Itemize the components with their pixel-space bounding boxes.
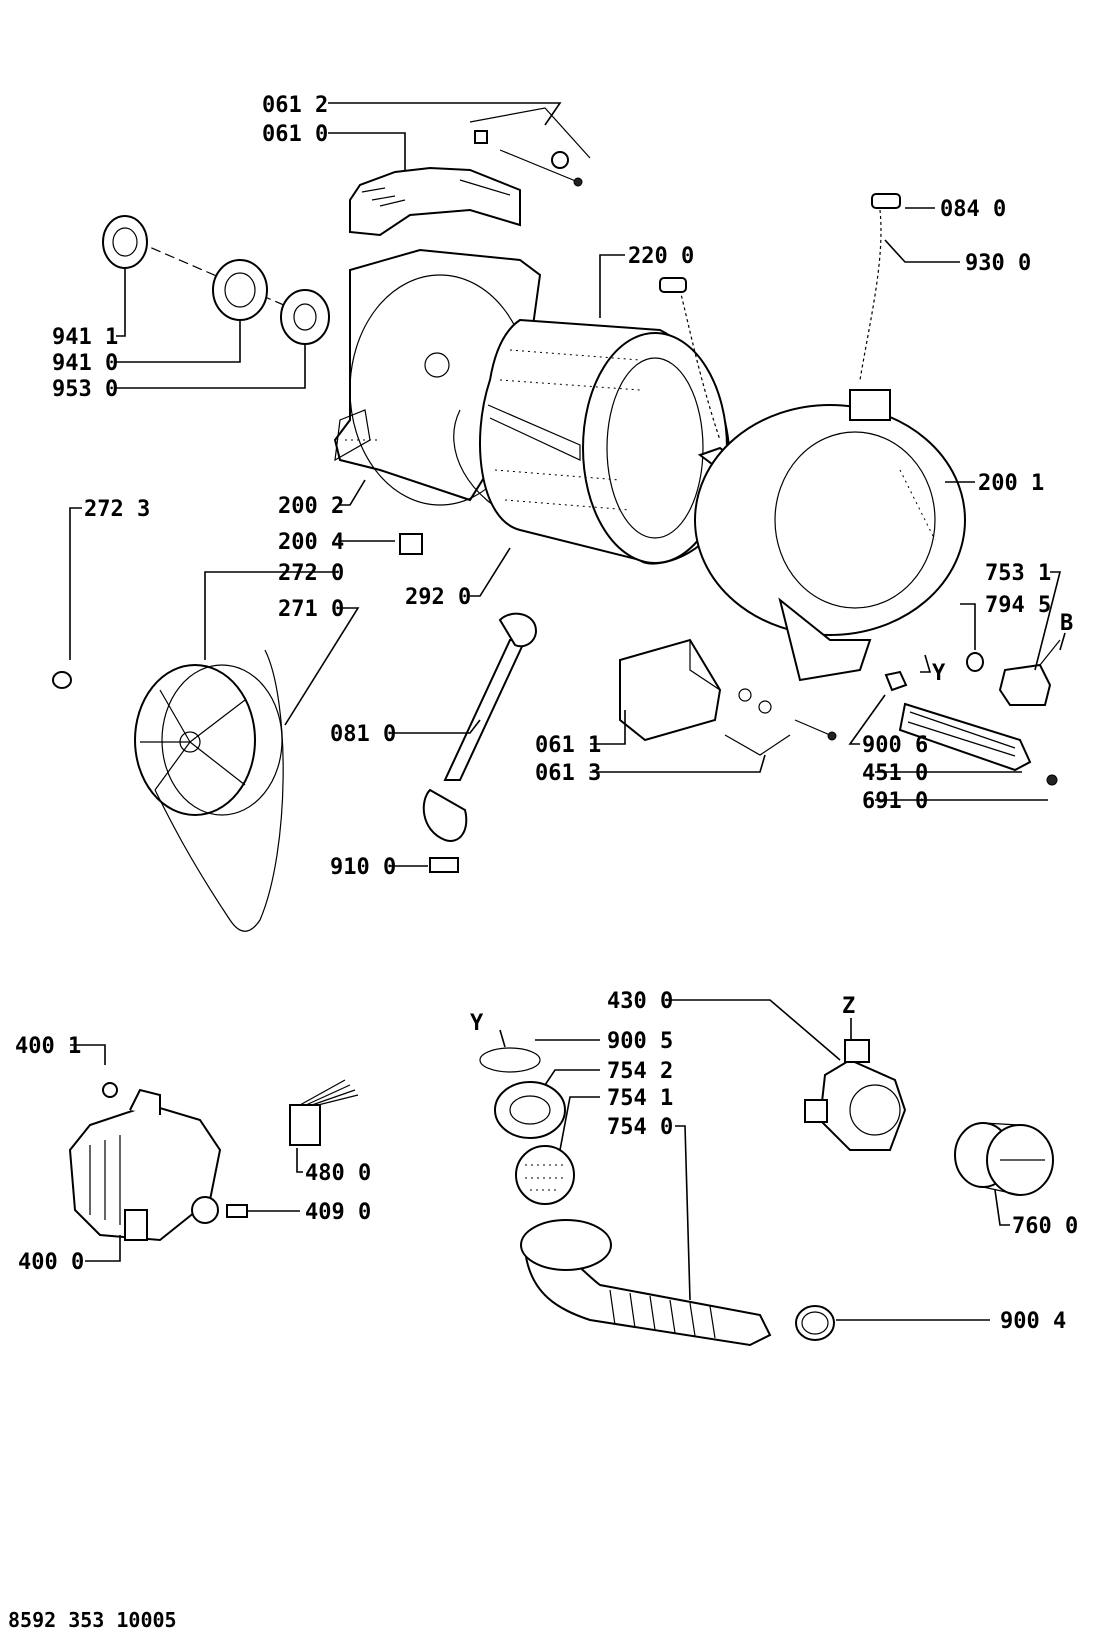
label-061-1: 061 1 bbox=[535, 733, 601, 758]
label-200-1: 200 1 bbox=[978, 471, 1044, 496]
part-labels: 061 2 061 0 941 1 941 0 953 0 220 0 084 … bbox=[15, 93, 1078, 1334]
filter-icon bbox=[954, 1122, 1054, 1196]
label-061-0: 061 0 bbox=[262, 122, 328, 147]
label-400-1: 400 1 bbox=[15, 1034, 81, 1059]
motor-icon bbox=[68, 1082, 248, 1242]
pump-icon bbox=[804, 1039, 907, 1151]
label-794-5: 794 5 bbox=[985, 593, 1051, 618]
heater-icon bbox=[898, 702, 1058, 786]
label-z: Z bbox=[842, 994, 855, 1019]
front-counterweight-icon bbox=[619, 638, 837, 756]
label-941-0: 941 0 bbox=[52, 351, 118, 376]
nut-icon bbox=[52, 671, 72, 689]
document-code: 8592 353 10005 bbox=[8, 1608, 177, 1632]
label-900-4: 900 4 bbox=[1000, 1309, 1066, 1334]
label-754-0: 754 0 bbox=[607, 1115, 673, 1140]
label-081-0: 081 0 bbox=[330, 722, 396, 747]
label-930-0: 930 0 bbox=[965, 251, 1031, 276]
label-409-0: 409 0 bbox=[305, 1200, 371, 1225]
drum-icon bbox=[479, 318, 731, 565]
front-tub-icon bbox=[694, 389, 966, 682]
label-900-6: 900 6 bbox=[862, 733, 928, 758]
label-200-2: 200 2 bbox=[278, 494, 344, 519]
label-b: B bbox=[1060, 611, 1073, 636]
hose-clamp-icon bbox=[795, 1305, 835, 1341]
label-941-1: 941 1 bbox=[52, 325, 118, 350]
belt-icon bbox=[154, 649, 284, 932]
label-061-2: 061 2 bbox=[262, 93, 328, 118]
label-400-0: 400 0 bbox=[18, 1250, 84, 1275]
small-clip-icon bbox=[399, 533, 423, 555]
pump-hose-icon bbox=[479, 1047, 772, 1347]
label-220-0: 220 0 bbox=[628, 244, 694, 269]
label-061-3: 061 3 bbox=[535, 761, 601, 786]
plug-icon bbox=[966, 652, 984, 672]
fixing-plate-icon bbox=[469, 107, 591, 187]
label-753-1: 753 1 bbox=[985, 561, 1051, 586]
label-271-0: 271 0 bbox=[278, 597, 344, 622]
label-292-0: 292 0 bbox=[405, 585, 471, 610]
label-200-4: 200 4 bbox=[278, 530, 344, 555]
wiring-connector-icon bbox=[289, 1079, 359, 1146]
door-lock-icon bbox=[998, 639, 1061, 706]
label-272-0: 272 0 bbox=[278, 561, 344, 586]
counterweight-icon bbox=[349, 166, 521, 237]
bearing-icon bbox=[102, 215, 331, 345]
label-760-0: 760 0 bbox=[1012, 1214, 1078, 1239]
label-754-2: 754 2 bbox=[607, 1059, 673, 1084]
label-953-0: 953 0 bbox=[52, 377, 118, 402]
label-451-0: 451 0 bbox=[862, 761, 928, 786]
shock-absorber-icon bbox=[422, 612, 537, 873]
pulley-icon bbox=[134, 664, 283, 816]
label-900-5: 900 5 bbox=[607, 1029, 673, 1054]
clamp-icon bbox=[884, 670, 908, 692]
label-y-top: Y bbox=[932, 661, 946, 686]
label-754-1: 754 1 bbox=[607, 1086, 673, 1111]
label-480-0: 480 0 bbox=[305, 1161, 371, 1186]
label-y-bottom: Y bbox=[470, 1011, 484, 1036]
label-910-0: 910 0 bbox=[330, 855, 396, 880]
label-430-0: 430 0 bbox=[607, 989, 673, 1014]
leader-lines bbox=[69, 102, 1066, 1321]
label-084-0: 084 0 bbox=[940, 197, 1006, 222]
label-272-3: 272 3 bbox=[84, 497, 150, 522]
label-691-0: 691 0 bbox=[862, 789, 928, 814]
